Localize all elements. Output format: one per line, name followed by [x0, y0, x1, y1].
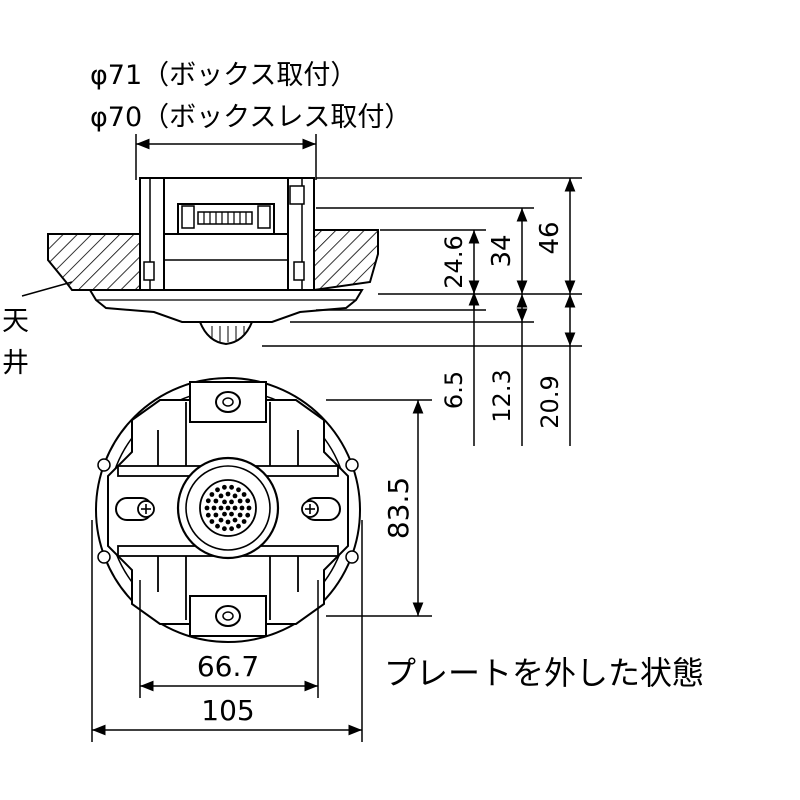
lens-dot: [229, 484, 235, 490]
lens-dot: [218, 517, 224, 523]
lens-dot: [222, 526, 227, 532]
lens-dot: [209, 519, 215, 524]
lens-dot: [213, 498, 219, 504]
lens-dot: [241, 492, 247, 497]
dim-6-5: 6.5: [440, 371, 468, 409]
lens-dot: [232, 493, 238, 499]
sensor-lens-dome: [198, 321, 254, 346]
dim-34: 34: [487, 234, 517, 267]
lens-dot: [225, 505, 231, 511]
ceiling-label-1: 天: [2, 306, 29, 337]
lens-dot: [245, 498, 251, 504]
lens-dot: [225, 519, 231, 525]
ceiling-slab-right: [313, 229, 379, 292]
plate-removed-caption: プレートを外した状態: [384, 654, 704, 692]
bottom-dimensions: 83.5 66.7 105: [91, 399, 432, 742]
box-mount-label: φ71（ボックス取付）: [90, 60, 357, 91]
lens-dot: [236, 523, 241, 529]
dim-20-9: 20.9: [536, 375, 564, 428]
lens-dot: [239, 505, 245, 511]
lens-dot: [209, 492, 215, 497]
lens-dot: [229, 499, 234, 505]
lens-dot: [222, 511, 227, 517]
lens-dot: [229, 511, 234, 517]
lens-dot: [225, 491, 231, 497]
lens-dot: [236, 487, 241, 493]
lens-dot: [237, 512, 243, 518]
lens-dot: [241, 519, 247, 524]
lens-dot: [215, 523, 220, 529]
lens-dot: [246, 505, 252, 511]
dim-46: 46: [535, 221, 565, 254]
dim-12-3: 12.3: [488, 369, 516, 422]
lens-dot: [229, 526, 235, 532]
lens-dot: [204, 505, 210, 511]
dim-83-5: 83.5: [382, 477, 415, 539]
lens-dot: [205, 498, 211, 504]
bottom-view: [95, 377, 361, 643]
side-extension-lines: [262, 177, 582, 347]
lens-dot: [215, 487, 220, 493]
lens-dot: [218, 493, 224, 499]
lens-dot: [218, 505, 224, 511]
boxless-mount-label: φ70（ボックスレス取付）: [90, 102, 411, 133]
dim-66-7: 66.7: [197, 650, 259, 683]
lens-dot: [205, 512, 211, 518]
lens-dot-pattern: [204, 484, 252, 532]
lens-dot: [232, 505, 238, 511]
lens-dot: [213, 512, 219, 518]
ceiling-slab-left: [47, 233, 141, 291]
lens-dot: [211, 505, 217, 511]
bottom-screw-slot: [215, 605, 241, 627]
ceiling-label-2: 井: [2, 348, 29, 379]
lens-dot: [222, 499, 227, 505]
lens-dot: [232, 517, 238, 523]
lens-dot: [237, 498, 243, 504]
dim-105: 105: [201, 694, 254, 727]
dim-24-6: 24.6: [440, 235, 468, 288]
lens-dot: [222, 484, 227, 490]
side-view: φ71（ボックス取付） φ70（ボックスレス取付） 天 井 24.6 34 46…: [2, 60, 582, 446]
lens-dot: [245, 512, 251, 518]
ceiling-leader: [21, 281, 73, 297]
top-screw-slot: [215, 391, 241, 413]
sensor-flange: [88, 289, 364, 323]
